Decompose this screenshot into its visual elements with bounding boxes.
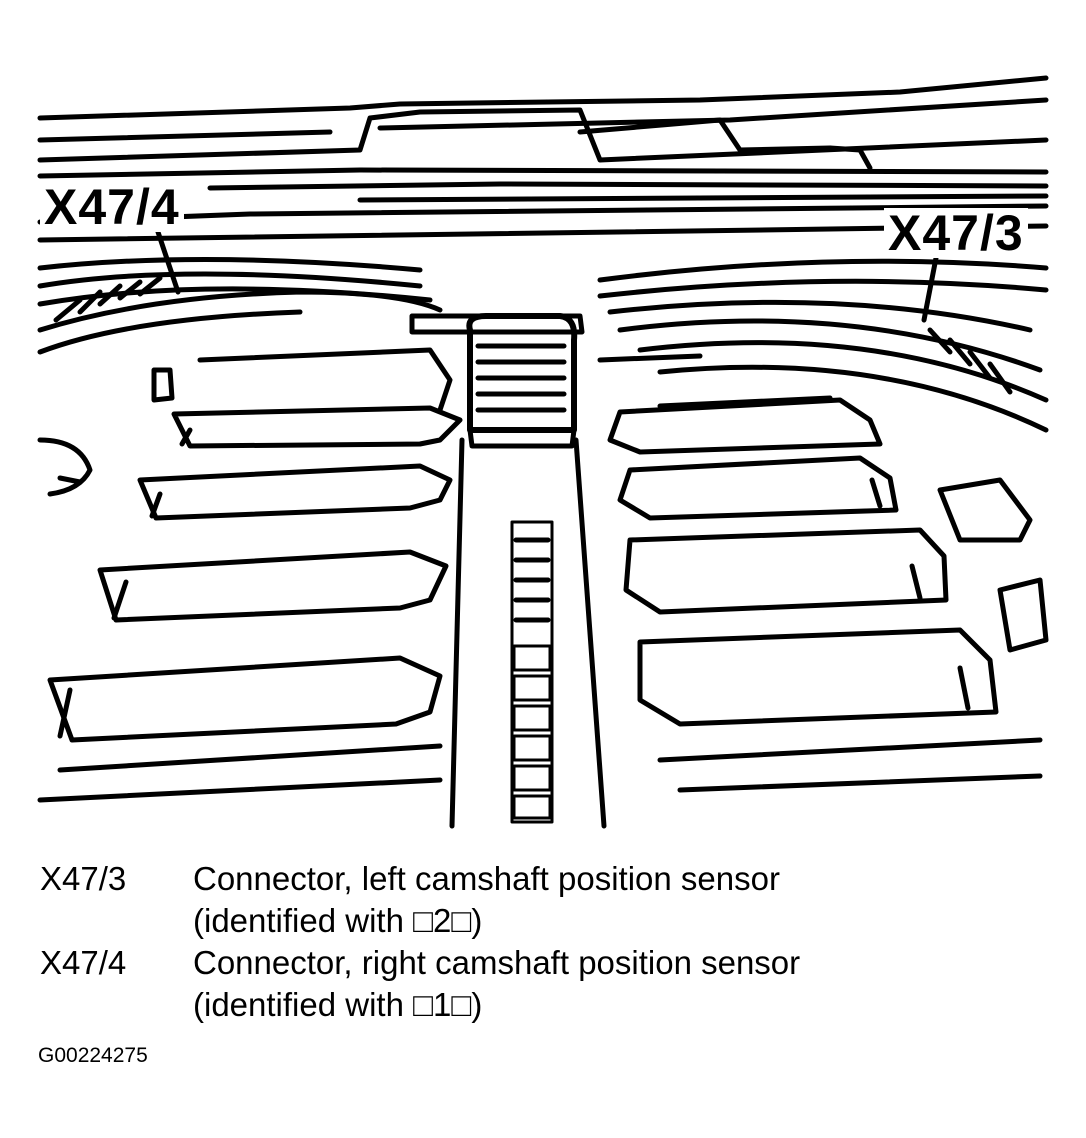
legend-line: Connector, left camshaft position sensor <box>193 860 780 897</box>
left-harness <box>37 256 443 355</box>
legend: X47/3 Connector, left camshaft position … <box>40 858 1040 1026</box>
throttle-body <box>409 313 585 449</box>
legend-line: (identified with □1□) <box>193 986 483 1023</box>
callout-x47-4: X47/4 <box>40 182 184 232</box>
right-intake-runners <box>597 353 1049 793</box>
right-harness <box>597 258 1049 433</box>
figure-id: G00224275 <box>38 1044 148 1067</box>
legend-code: X47/4 <box>40 944 127 981</box>
legend-code: X47/3 <box>40 860 127 897</box>
leader-x47-3 <box>921 255 939 323</box>
legend-line: Connector, right camshaft position senso… <box>193 944 801 981</box>
legend-description: Connector, left camshaft position sensor… <box>193 858 1040 942</box>
legend-line: (identified with □2□) <box>193 902 483 939</box>
engine-line-drawing <box>37 75 1049 829</box>
left-intake-runners <box>37 347 463 803</box>
legend-description: Connector, right camshaft position senso… <box>193 942 1040 1026</box>
leader-x47-4 <box>155 229 181 295</box>
center-intake-tube <box>449 437 607 829</box>
legend-item: X47/3 Connector, left camshaft position … <box>40 858 1040 942</box>
callout-x47-3: X47/3 <box>884 208 1028 258</box>
legend-item: X47/4 Connector, right camshaft position… <box>40 942 1040 1026</box>
